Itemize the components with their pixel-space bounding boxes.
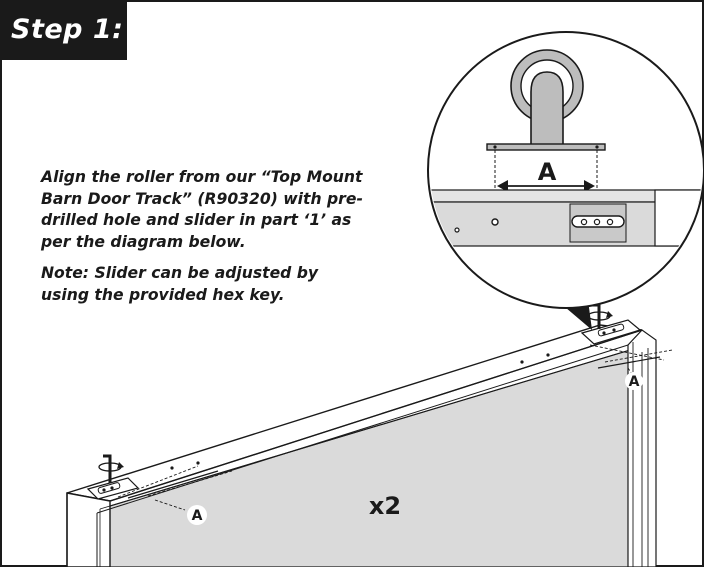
right-rotate-arrowhead-icon [606, 311, 613, 318]
top-hole-3 [520, 360, 524, 364]
plate-hole-right [595, 145, 599, 149]
step-title-text: Step 1: [11, 14, 124, 45]
left-hex-key-icon [103, 454, 112, 483]
plate-hole-left [493, 145, 497, 149]
edge-screw [454, 227, 460, 233]
top-hole-4 [546, 353, 550, 357]
instruction-note: Note: Slider can be adjusted by using th… [41, 264, 319, 304]
mag-dim-label: A [538, 158, 557, 186]
front-rail-edge [109, 329, 643, 502]
magnified-detail: A [430, 49, 702, 247]
right-dim-solid [597, 356, 661, 369]
slider-hole-2 [593, 218, 601, 226]
step-title: Step 1: [0, 0, 127, 60]
left-rotate-arrowhead-icon [117, 462, 124, 469]
door-front-rail [66, 492, 111, 567]
door-edge-side [654, 189, 702, 247]
right-dim-dashed-2 [589, 344, 665, 361]
top-hole-1 [170, 466, 174, 470]
left-slider-pin [102, 488, 106, 492]
mag-dim-arrowhead-left [497, 180, 508, 192]
right-dim-label: A [629, 374, 640, 390]
roller-stem [530, 71, 564, 147]
slider-hole-1 [580, 218, 588, 226]
roller-base-plate [486, 143, 606, 151]
right-slider-pin [602, 331, 606, 335]
slider-hole-3 [606, 218, 614, 226]
right-dim-badge [625, 372, 643, 390]
mag-dim-arrowhead-right [584, 180, 595, 192]
right-dim-dashed-1 [604, 349, 673, 363]
left-slider-pin-2 [110, 486, 114, 490]
instructions-block: Align the roller from our “Top Mount Bar… [41, 167, 371, 316]
door-panel [66, 324, 657, 567]
top-hole-2 [196, 461, 200, 465]
left-dim-dashed-2 [117, 465, 199, 498]
left-dim-badge [187, 505, 207, 525]
pre-drilled-hole [491, 218, 499, 226]
instruction-main: Align the roller from our “Top Mount Bar… [41, 168, 363, 251]
right-hex-key-icon [592, 303, 601, 329]
left-dim-solid [127, 470, 219, 499]
inner-rail-edge [96, 344, 629, 514]
inner-rail-edge-2 [99, 349, 631, 510]
left-dim-label: A [192, 508, 203, 524]
left-slider-assembly: A [86, 454, 233, 525]
quantity-label: x2 [369, 492, 401, 520]
left-dim-leader [154, 499, 186, 511]
right-slider-pin-2 [612, 328, 616, 332]
